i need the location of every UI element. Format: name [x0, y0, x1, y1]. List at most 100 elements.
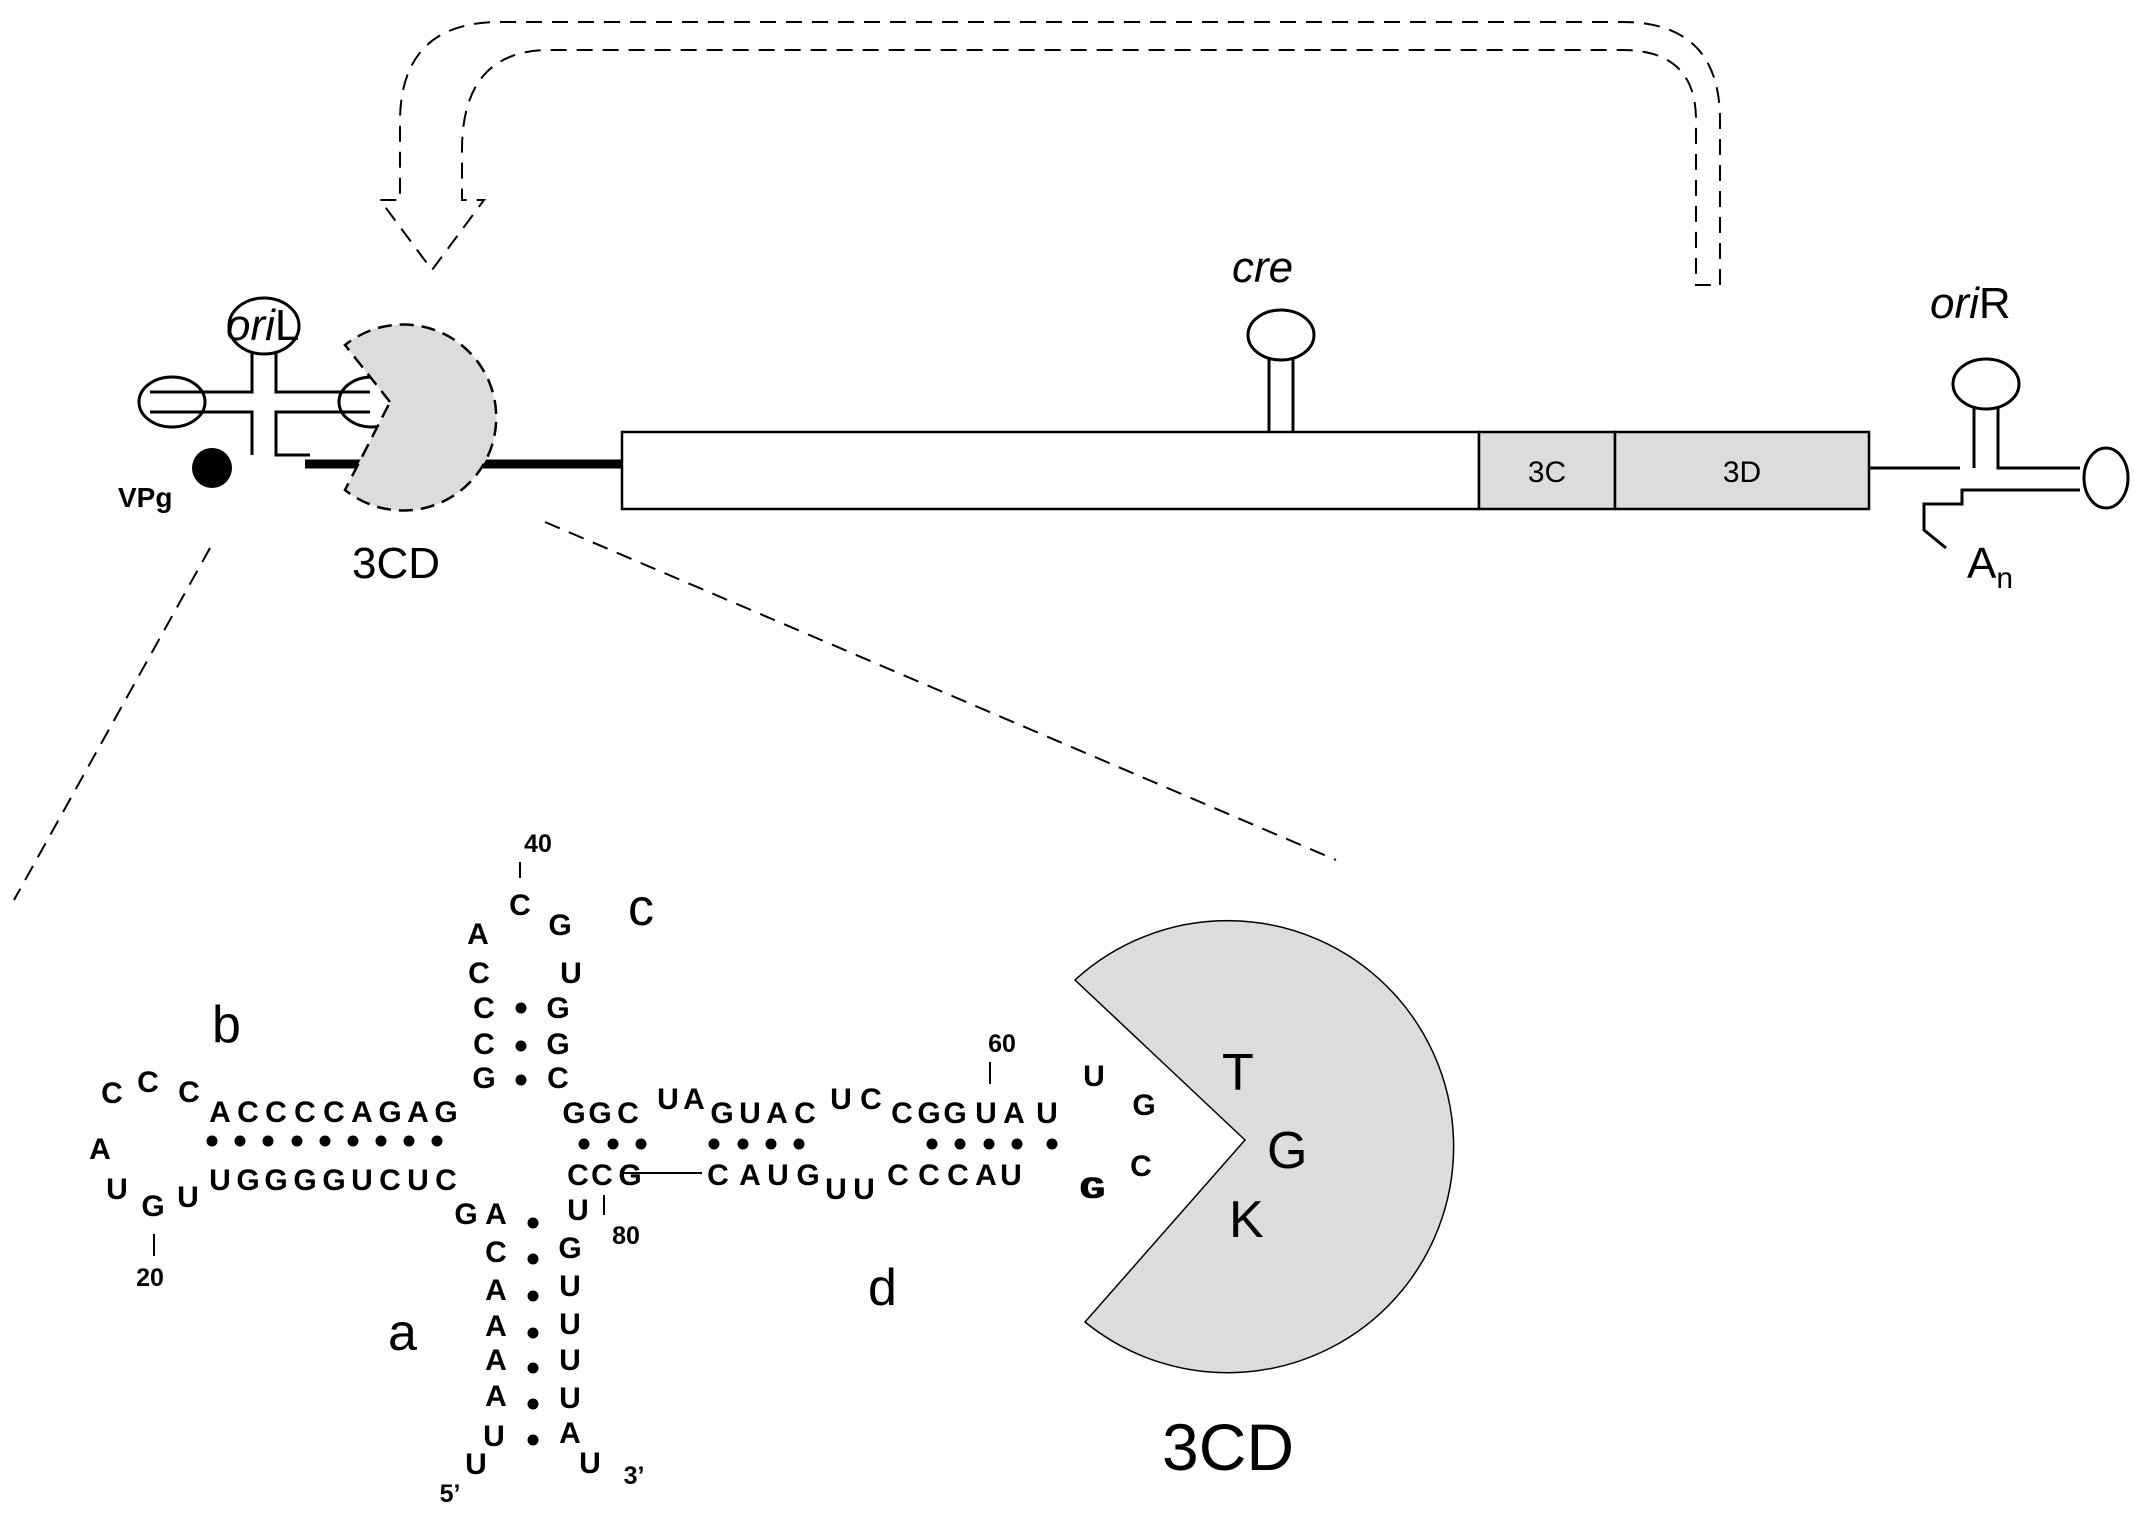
3d-label: 3D [1723, 456, 1761, 489]
nucleotide-d-bottom-3: C [707, 1159, 729, 1192]
base-pair-dot [708, 1138, 720, 1150]
nucleotide-b-bottom-4: G [322, 1164, 345, 1197]
base-pair-dot [635, 1138, 647, 1150]
nucleotide-b-top-1: C [237, 1096, 259, 1129]
nucleotide-d-bottom-6: G [796, 1159, 819, 1192]
nucleotide-b-top-2: C [265, 1096, 287, 1129]
position-60-label: 60 [988, 1030, 1016, 1058]
nucleotide-d-bottom-13: U [1000, 1159, 1022, 1192]
base-pair-dot [983, 1138, 995, 1150]
nucleotide-b-loop-2: C [101, 1077, 123, 1110]
nucleotide-a-right-7: U [579, 1447, 601, 1480]
nucleotide-c-left-0: G [472, 1062, 495, 1095]
nucleotide-d-top-11: C [891, 1097, 913, 1130]
nucleotide-d-bottom-12: A [975, 1159, 997, 1192]
base-pair-dot [527, 1253, 539, 1265]
stem-b-label: b [212, 996, 241, 1054]
nucleotide-b-top-6: G [378, 1096, 401, 1129]
motif-t-label: T [1222, 1044, 1254, 1102]
nucleotide-a-left-2: C [485, 1236, 507, 1269]
nucleotide-b-top-0: A [209, 1096, 231, 1129]
3cd-large-label: 3CD [1162, 1410, 1294, 1484]
nucleotide-a-right-1: G [558, 1232, 581, 1265]
poly-a-tail-label: An [1967, 539, 2013, 595]
nucleotide-d-top-4: A [683, 1083, 705, 1116]
base-pair-dot [527, 1217, 539, 1229]
nucleotide-c-right-0: C [547, 1062, 569, 1095]
three-prime-label: 3’ [624, 1462, 645, 1490]
nucleotide-d-top-15: A [1003, 1097, 1025, 1130]
nucleotide-c-right-2: G [546, 992, 569, 1025]
nucleotide-b-bottom-3: G [293, 1164, 316, 1197]
motif-g-label: G [1267, 1122, 1307, 1180]
position-80-label: 80 [612, 1222, 640, 1250]
nucleotide-b-top-8: G [434, 1096, 457, 1129]
nucleotide-d-bottom-14: G [1079, 1172, 1102, 1205]
base-pair-dot [527, 1362, 539, 1374]
base-pair-dot [375, 1135, 387, 1147]
nucleotide-d-top-3: U [657, 1083, 679, 1116]
nucleotide-a-left-8: U [465, 1448, 487, 1481]
nucleotide-b-top-3: C [294, 1096, 316, 1129]
nucleotide-d-bottom-5: U [767, 1159, 789, 1192]
base-pair-dot [926, 1138, 938, 1150]
nucleotide-c-right-3: U [560, 957, 582, 990]
nucleotide-d-top-8: C [794, 1097, 816, 1130]
nucleotide-a-left-6: A [485, 1380, 507, 1413]
nucleotide-d-top-1: G [588, 1097, 611, 1130]
nucleotide-b-loop-5: G [141, 1190, 164, 1223]
nucleotide-a-right-5: U [559, 1382, 581, 1415]
nucleotide-b-top-5: A [351, 1096, 373, 1129]
nucleotide-d-top-5: G [710, 1097, 733, 1130]
base-pair-dot [515, 1074, 527, 1086]
base-pair-dot [515, 1040, 527, 1052]
zoom-line-left [13, 547, 211, 901]
orir-label: oriR [1930, 279, 2011, 328]
base-pair-dot [347, 1135, 359, 1147]
3cd-small-label: 3CD [352, 539, 440, 588]
nucleotide-b-bottom-2: G [264, 1164, 287, 1197]
base-pair-layer [206, 1002, 1058, 1446]
position-20-label: 20 [136, 1264, 164, 1292]
nucleotide-d-top-13: G [943, 1097, 966, 1130]
polyprotein-orf [620, 430, 1871, 511]
nucleotide-d-top-12: G [917, 1097, 940, 1130]
nucleotide-b-bottom-8: C [435, 1164, 457, 1197]
3cd-large-pacman-icon [1073, 920, 1455, 1374]
3d-region [1613, 430, 1871, 511]
base-pair-dot [262, 1135, 274, 1147]
nucleotide-d-bottom-11: C [947, 1159, 969, 1192]
nucleotide-a-left-7: U [483, 1420, 505, 1453]
base-pair-dot [1011, 1138, 1023, 1150]
nucleotide-b-top-7: A [407, 1096, 429, 1129]
nucleotide-d-bottom-7: U [825, 1173, 847, 1206]
nucleotide-b-loop-3: A [89, 1133, 111, 1166]
base-pair-dot [431, 1135, 443, 1147]
nucleotide-d-top-10: C [860, 1083, 882, 1116]
base-pair-dot [527, 1327, 539, 1339]
3cd-small-pacman-icon [343, 323, 498, 512]
nucleotide-d-loop-1: G [1132, 1089, 1155, 1122]
nucleotide-b-loop-6: U [177, 1181, 199, 1214]
nucleotide-c-left-4: A [467, 918, 489, 951]
nucleotide-d-loop-0: U [1083, 1060, 1105, 1093]
3c-label: 3C [1528, 456, 1566, 489]
nucleotide-d-bottom-1: C [591, 1159, 613, 1192]
nucleotide-a-right-3: U [559, 1308, 581, 1341]
orir-structure-icon [1922, 357, 2130, 550]
nucleotide-d-top-14: U [975, 1097, 997, 1130]
base-pair-dot [578, 1138, 590, 1150]
vpg-protein-icon [192, 448, 232, 488]
nucleotide-d-bottom-9: C [887, 1159, 909, 1192]
nucleotide-a-left-4: A [485, 1310, 507, 1343]
nucleotide-c-right-4: G [548, 909, 571, 942]
nucleotide-b-loop-1: C [137, 1066, 159, 1099]
base-pair-dot [527, 1398, 539, 1410]
nucleotide-a-left-0: G [454, 1198, 477, 1231]
motif-k-label: K [1229, 1191, 1264, 1249]
feedback-arrow [378, 21, 1721, 286]
nucleotide-d-loop-2: C [1130, 1150, 1152, 1183]
base-pair-dot [403, 1135, 415, 1147]
nucleotide-a-right-4: U [559, 1344, 581, 1377]
